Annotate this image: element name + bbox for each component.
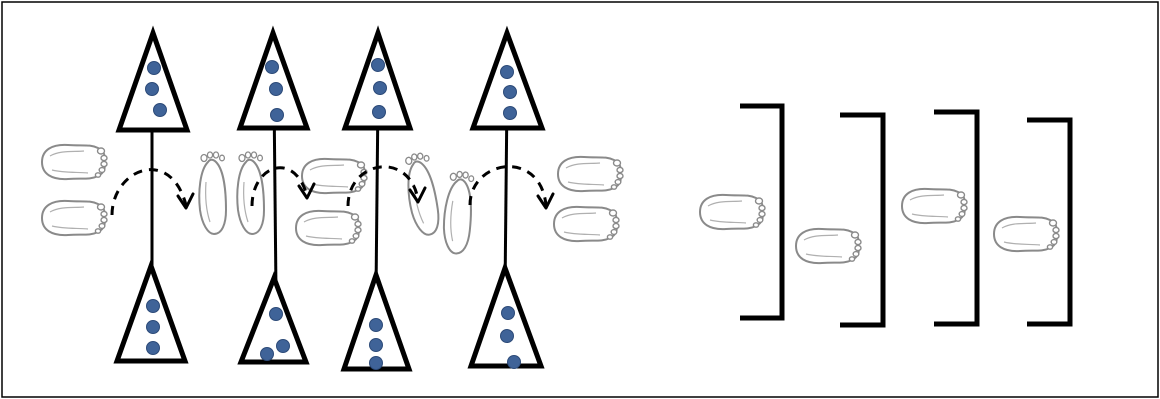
- footprint-group-start: [41, 143, 108, 237]
- left-panel-step-drill: [41, 25, 624, 372]
- cone-dot: [260, 347, 274, 361]
- cone-triangle-icon: [236, 25, 311, 131]
- footprint-icon: [699, 193, 766, 231]
- cone-dot: [369, 318, 383, 332]
- bottom-cone-3: [340, 267, 413, 372]
- footprint-icon: [795, 227, 862, 265]
- bracket-hurdle-icon: [740, 103, 1073, 328]
- cone-dot: [369, 338, 383, 352]
- right-panel-hurdle-drill: [699, 103, 1073, 328]
- cone-dot: [147, 61, 161, 75]
- cone-dot: [369, 356, 383, 370]
- footprint-icon: [993, 215, 1060, 253]
- bottom-cone-1: [113, 258, 189, 364]
- cone-dot: [500, 65, 514, 79]
- cone-dot: [270, 108, 284, 122]
- cone-dot: [373, 81, 387, 95]
- top-cone-2: [236, 25, 311, 131]
- footprint-icon: [553, 205, 620, 243]
- footprint-group-lane2-3: [295, 157, 368, 247]
- top-cone-1: [115, 25, 191, 133]
- cone-triangle-icon: [113, 258, 189, 364]
- footprint-icon: [901, 187, 968, 225]
- cone-triangle-icon: [115, 25, 191, 133]
- cone-dot: [503, 85, 517, 99]
- cone-triangle-icon: [341, 25, 414, 131]
- cone-dot: [501, 306, 515, 320]
- cone-dot: [507, 355, 521, 369]
- cone-dot: [500, 329, 514, 343]
- footprint-icon: [41, 199, 108, 237]
- footprint-icon: [41, 143, 108, 181]
- dashed-curved-arrow-icon: [110, 165, 548, 216]
- bottom-cone-2: [237, 271, 310, 365]
- cone-dot: [372, 105, 386, 119]
- footprint-icon: [236, 151, 265, 235]
- footprint-group-lane3-4: [402, 150, 477, 256]
- footprint-icon: [198, 151, 227, 235]
- cone-triangle-icon: [469, 25, 546, 131]
- top-cone-3: [341, 25, 414, 131]
- bottom-cone-4: [467, 260, 545, 369]
- footprint-icon: [295, 209, 362, 247]
- cone-dot: [265, 60, 279, 74]
- cone-dot: [269, 307, 283, 321]
- cone-dot: [146, 320, 160, 334]
- cone-dot: [153, 103, 167, 117]
- cone-dot: [371, 58, 385, 72]
- footprint-icon: [557, 155, 624, 193]
- cone-dot: [276, 339, 290, 353]
- cone-dot: [145, 82, 159, 96]
- cone-dot: [146, 341, 160, 355]
- cone-dot: [269, 82, 283, 96]
- cone-dot: [503, 106, 517, 120]
- arrow-heads: [176, 182, 555, 210]
- top-cone-4: [469, 25, 546, 131]
- cone-dot: [146, 299, 160, 313]
- footprint-group-lane1-2: [198, 151, 265, 235]
- footprint-icon: [439, 169, 477, 256]
- footprint-group-end: [553, 155, 624, 243]
